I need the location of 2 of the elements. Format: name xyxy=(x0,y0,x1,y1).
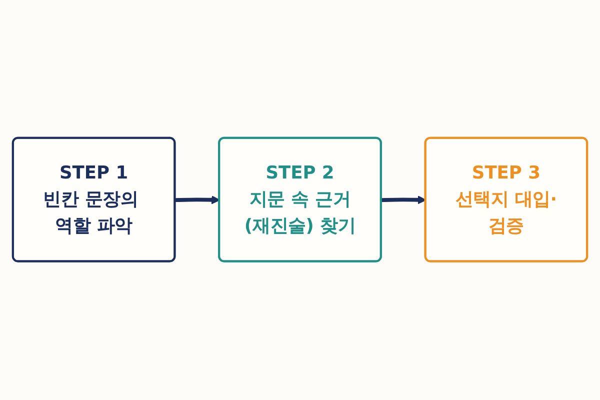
arrow xyxy=(175,196,220,205)
arrow xyxy=(381,196,426,205)
